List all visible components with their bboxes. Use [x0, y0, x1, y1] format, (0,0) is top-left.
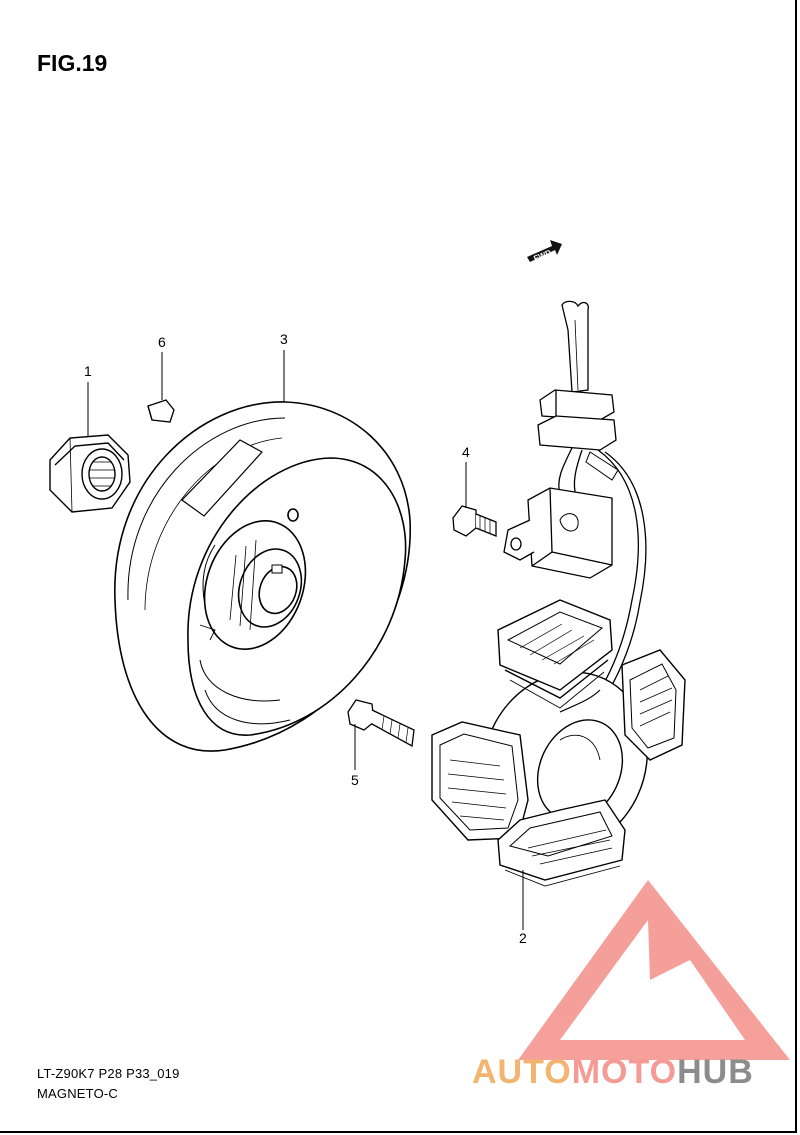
leader-lines — [87, 350, 524, 930]
callout-4: 4 — [462, 444, 470, 460]
callout-6: 6 — [158, 334, 166, 350]
watermark-auto: AUTO — [472, 1053, 572, 1091]
nut-part — [49, 434, 131, 513]
rotor-part — [114, 401, 411, 752]
stator-part — [431, 599, 686, 887]
watermark-moto: MOTO — [572, 1053, 677, 1091]
figure-title: FIG.19 — [37, 50, 108, 76]
callout-3: 3 — [280, 331, 288, 347]
section-name: MAGNETO-C — [37, 1086, 119, 1101]
callout-5: 5 — [351, 772, 359, 788]
watermark-logo-icon — [518, 880, 790, 1060]
pickup-coil-part — [503, 300, 647, 693]
fwd-label: FWD — [532, 248, 552, 263]
callout-1: 1 — [84, 363, 92, 379]
screw-part-4 — [452, 505, 497, 537]
watermark-text: AUTOMOTOHUB — [472, 1053, 754, 1091]
watermark-hub: HUB — [677, 1053, 754, 1091]
key-part — [147, 399, 175, 423]
callout-2: 2 — [519, 930, 527, 946]
model-code: LT-Z90K7 P28 P33_019 — [37, 1066, 180, 1081]
screw-part-5 — [347, 699, 415, 748]
fwd-arrow-icon: FWD — [527, 240, 562, 263]
